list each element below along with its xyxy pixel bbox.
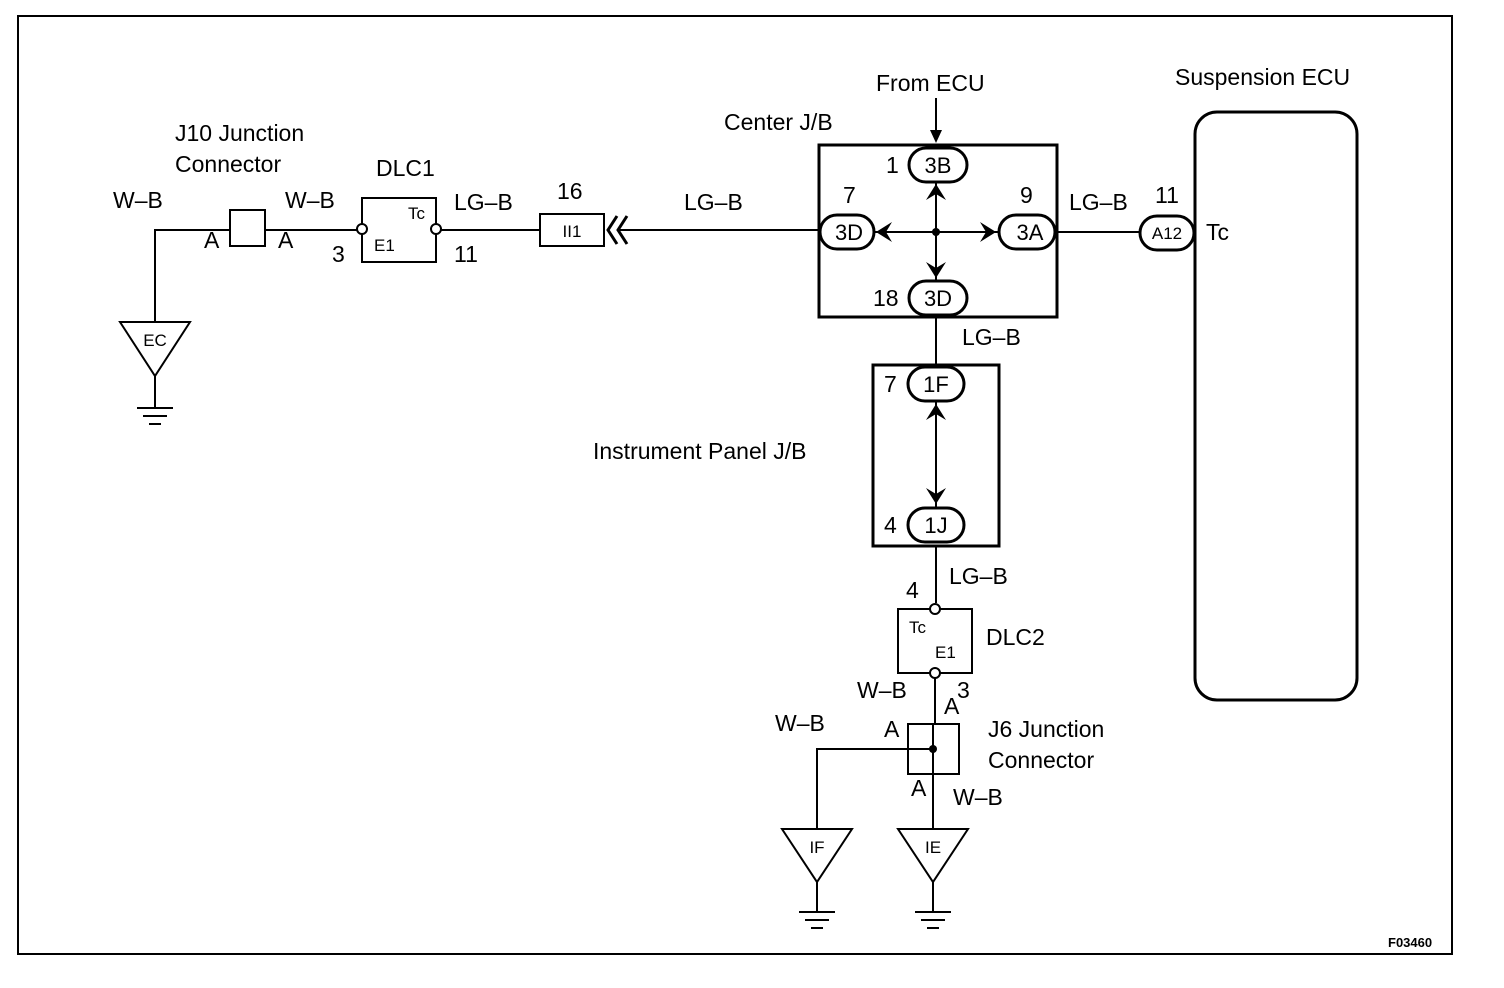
connector-code: 1J (924, 513, 947, 538)
connector-code: 3A (1017, 220, 1044, 245)
connector-code: II1 (563, 222, 582, 241)
pin-label: 7 (884, 371, 897, 397)
wire-label: LG–B (1069, 189, 1128, 215)
connector-3d-bottom (907, 279, 969, 317)
connector-chevron-icon (606, 215, 619, 245)
wire-label: LG–B (454, 189, 513, 215)
down-arrow-icon (930, 130, 942, 143)
wire-label: W–B (775, 710, 825, 736)
pin-label: 11 (1155, 182, 1179, 208)
pin-label: 7 (843, 182, 856, 208)
ground-code: IE (925, 838, 941, 857)
connector-code: A12 (1152, 224, 1182, 243)
dlc1-tc-terminal (430, 223, 442, 235)
pin-label: 3 (957, 677, 970, 703)
j10-label-line1: J10 Junction (175, 120, 304, 146)
wire-label: W–B (113, 187, 163, 213)
down-arrowhead-icon (926, 488, 946, 504)
suspension-ecu-box (1193, 110, 1359, 702)
ground-ie-triangle (896, 828, 970, 884)
diagram-frame (17, 15, 1453, 955)
j6-label-line1: J6 Junction (988, 716, 1104, 742)
from-ecu-label: From ECU (876, 70, 985, 96)
ground-code: EC (143, 331, 167, 350)
ii1-connector (539, 213, 605, 247)
connector-3a (997, 213, 1057, 251)
pin-label: 4 (906, 577, 919, 603)
wire-label: W–B (857, 677, 907, 703)
connector-3d-left (818, 213, 876, 251)
pin-label: 1 (886, 152, 899, 178)
wire-label: W–B (953, 784, 1003, 810)
pin-label: A (911, 775, 927, 801)
j6-label-line2: Connector (988, 747, 1094, 773)
wire-label: LG–B (962, 324, 1021, 350)
pin-label: 4 (884, 512, 897, 538)
pin-label: A (204, 227, 220, 253)
figure-code: F03460 (1388, 935, 1432, 950)
pin-label: A (278, 227, 294, 253)
wire-wb-ec-j10 (154, 229, 230, 322)
connector-code: 3B (925, 153, 952, 178)
terminal-label: E1 (374, 236, 395, 255)
suspension-ecu-label: Suspension ECU (1175, 64, 1350, 90)
pin-label: 3 (332, 241, 345, 267)
pin-label: 16 (557, 178, 583, 204)
ground-symbol-icon (137, 407, 173, 425)
connector-3b (907, 146, 969, 184)
instrument-panel-jb-label: Instrument Panel J/B (593, 438, 807, 464)
wire-label: W–B (285, 187, 335, 213)
up-arrowhead-icon (926, 404, 946, 420)
dlc2-tc-terminal (929, 603, 941, 615)
terminal-label: E1 (935, 643, 956, 662)
connector-code: 1F (923, 372, 949, 397)
wire-label: LG–B (949, 563, 1008, 589)
connector-code: 3D (924, 286, 952, 311)
right-arrowhead-icon (980, 222, 996, 242)
dlc2-e1-terminal (929, 667, 941, 679)
j10-label-line2: Connector (175, 151, 281, 177)
down-arrowhead-icon (926, 262, 946, 278)
ground-code: IF (809, 838, 824, 857)
pin-label: A (944, 693, 960, 719)
connector-code: 3D (835, 220, 863, 245)
dlc1-label: DLC1 (376, 155, 435, 181)
terminal-label: Tc (1206, 219, 1229, 245)
dlc1-e1-terminal (356, 223, 368, 235)
ground-symbol-icon (915, 911, 951, 929)
wire-wb-j6-if (816, 748, 933, 829)
ground-ec-triangle (118, 321, 192, 378)
pin-label: 9 (1020, 182, 1033, 208)
j10-junction-connector (229, 209, 266, 247)
connector-1j (906, 506, 966, 544)
splice-point (932, 228, 940, 236)
terminal-label: Tc (408, 204, 426, 223)
up-arrowhead-icon (926, 184, 946, 200)
dlc2-label: DLC2 (986, 624, 1045, 650)
pin-label: 11 (454, 241, 478, 267)
left-arrowhead-icon (876, 222, 892, 242)
ground-symbol-icon (799, 911, 835, 929)
center-jb-label: Center J/B (724, 109, 833, 135)
pin-label: 18 (873, 285, 899, 311)
pin-label: A (884, 716, 900, 742)
connector-1f (906, 365, 966, 403)
terminal-label: Tc (909, 618, 927, 637)
wire-label: LG–B (684, 189, 743, 215)
ground-if-triangle (780, 828, 854, 884)
